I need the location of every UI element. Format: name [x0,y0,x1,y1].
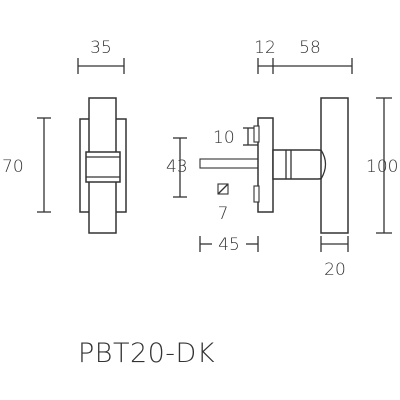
rose-tab-bottom [253,185,260,203]
handle-neck [272,149,327,180]
rose-plate [257,117,274,213]
square-spindle-diagonal [217,183,229,195]
side-view: 12 58 10 43 7 45 [166,38,398,280]
front-view: 35 70 [2,38,127,234]
rose-tab-top [253,125,260,143]
model-code: PBT20-DK [78,338,215,369]
handle-diameter-label: 20 [324,260,346,280]
rose-thickness-label: 12 [254,38,276,58]
front-height-label: 70 [2,157,24,177]
handle-length-label: 100 [366,157,398,177]
spindle-length-label: 45 [218,235,240,255]
handle-projection-label: 58 [299,38,321,58]
spindle-square-label: 7 [218,204,229,224]
rose-height-label: 10 [213,128,235,148]
spindle-spacing-label: 43 [166,157,188,177]
front-width-label: 35 [90,38,112,58]
spindle [199,158,261,169]
handle-joint-curve [320,149,327,180]
